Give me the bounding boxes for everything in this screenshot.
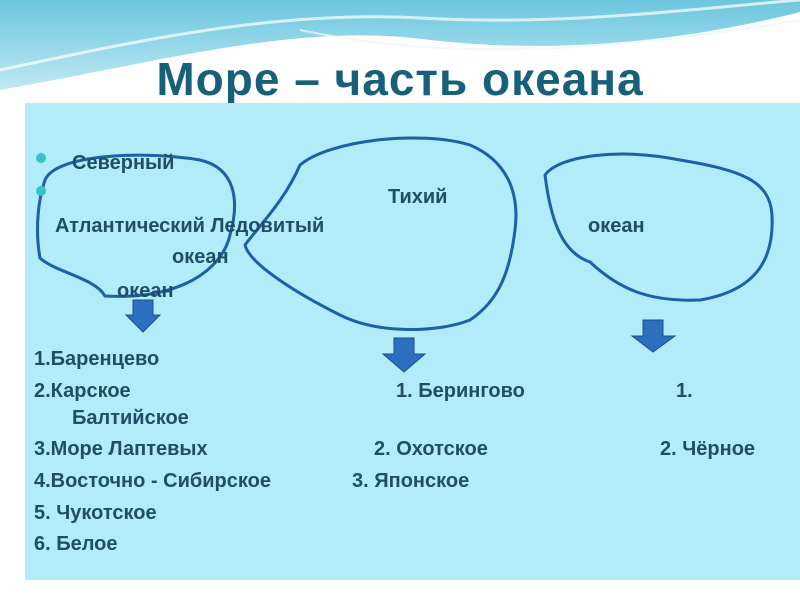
- sea-list-item: 3.Море Лаптевых: [34, 438, 208, 460]
- sea-list-item: 5. Чукотское: [34, 502, 157, 524]
- ocean-outline-right: [543, 152, 774, 302]
- ocean-label-left: океан: [172, 246, 229, 268]
- sea-list-item: 2. Чёрное: [660, 438, 756, 460]
- slide-title: Море – часть океана: [156, 53, 644, 105]
- ocean-outline-pacific: [243, 136, 518, 331]
- ocean-label-right: океан: [588, 215, 645, 237]
- sea-list-item: 3. Японское: [352, 470, 470, 492]
- wave-background: [0, 0, 800, 90]
- ocean-name-pacific: Тихий: [388, 186, 448, 208]
- sea-list-item: 6. Белое: [34, 533, 118, 555]
- arrow-down-icon: [124, 299, 162, 333]
- ocean-outline-atlantic: [36, 153, 237, 298]
- ocean-label-left-2: океан: [117, 280, 174, 302]
- sea-list-item: 1.: [676, 380, 693, 402]
- ocean-name-atlantic-arctic: Атлантический Ледовитый: [55, 215, 325, 237]
- bullet-icon: [36, 186, 46, 196]
- arrow-down-icon: [381, 337, 427, 373]
- sea-list-item: Балтийское: [72, 407, 189, 429]
- sea-list-item: 2. Охотское: [374, 438, 488, 460]
- sea-list-item: 2.Карское: [34, 380, 131, 402]
- sea-list-item: 1.Баренцево: [34, 348, 160, 370]
- sea-list-item: 1. Берингово: [396, 380, 525, 402]
- sea-list-item: 4.Восточно - Сибирское: [34, 470, 271, 492]
- bullet-icon: [36, 153, 46, 163]
- arrow-down-icon: [630, 319, 677, 353]
- ocean-name-arctic: Северный: [72, 152, 175, 174]
